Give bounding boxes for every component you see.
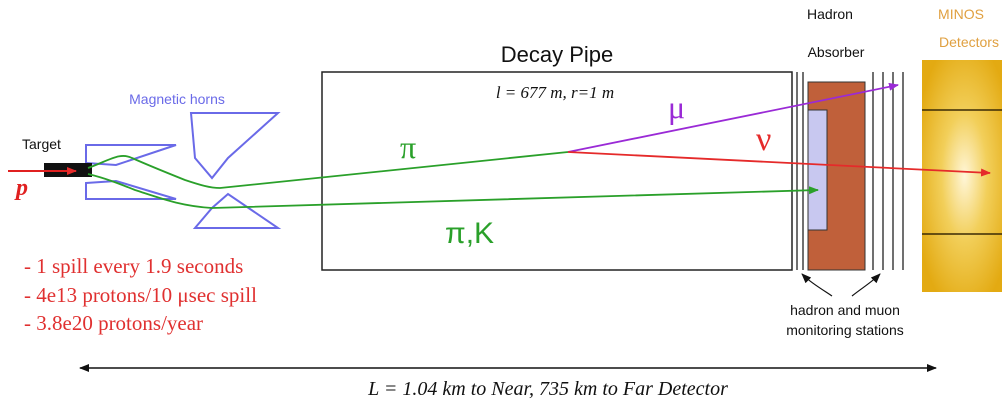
decay-pipe-title: Decay Pipe [501,42,614,67]
pion-label: π [400,129,416,165]
beam-fact: - 1 spill every 1.9 seconds [24,254,243,278]
beam-fact: - 4e13 protons/10 μsec spill [24,283,257,307]
pion-kaon-label: π,K [445,217,494,250]
hadron-absorber [807,81,866,271]
magnetic-horns-label: Magnetic horns [129,91,225,107]
muon-label: μ [668,89,685,125]
magnetic-horns [85,112,282,229]
beam-fact: - 3.8e20 protons/year [24,311,203,335]
distance-label: L = 1.04 km to Near, 735 km to Far Detec… [367,378,728,400]
hadron-absorber-label-line1: Hadron [807,6,853,22]
muon-track [567,82,899,153]
minos-label-line2: Detectors [939,34,999,50]
decay-pipe [321,71,793,271]
horn-1 [85,144,177,167]
neutrino-label: ν [756,121,771,158]
monitoring-label-line2: monitoring stations [786,322,904,338]
proton-label: p [14,175,28,201]
pion-trajectories [87,151,819,209]
horn-2 [189,112,281,180]
minos-label-line1: MINOS [938,6,984,22]
minos-detector [922,60,1002,292]
hadron-absorber-label-line2: Absorber [808,44,865,60]
monitoring-label-line1: hadron and muon [790,302,900,318]
monitoring-pointer-arrows [801,273,881,297]
beam-facts: - 1 spill every 1.9 seconds - 4e13 proto… [24,254,257,335]
neutrino-track [567,151,991,177]
target-label: Target [22,136,61,152]
decay-pipe-dimensions: l = 677 m, r=1 m [496,83,614,102]
